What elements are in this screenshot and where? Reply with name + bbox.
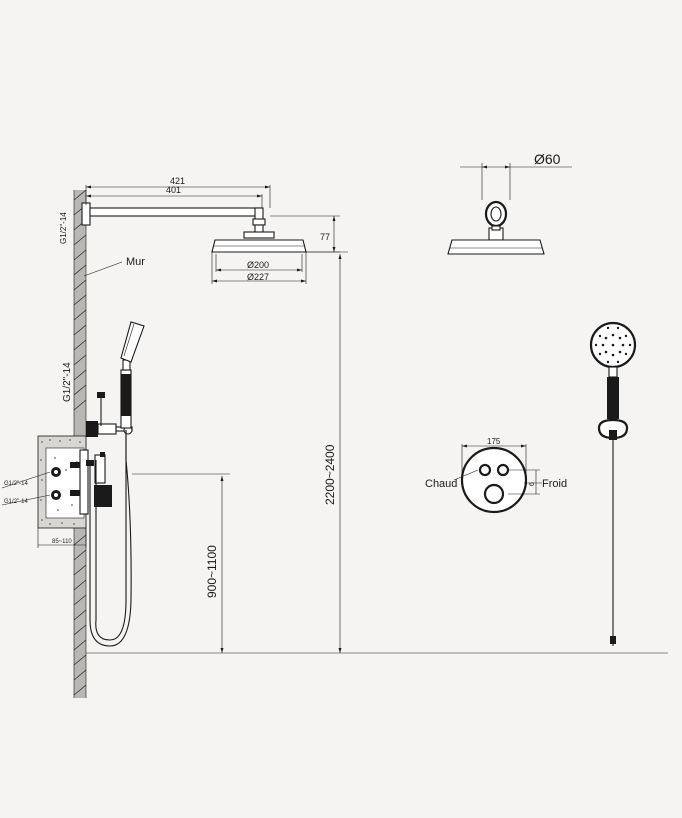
shower-arm	[81, 202, 266, 234]
hot-label: Chaud	[425, 478, 457, 490]
head-diameter-dimensions	[211, 252, 307, 284]
thread-label-mid: G1/2"-14	[62, 362, 73, 402]
cold-label: Froid	[542, 478, 567, 490]
dim-77: 77	[320, 232, 330, 242]
inlet-leader-1	[1, 471, 51, 489]
inlet-thread-2: G1/2"-14	[4, 499, 28, 505]
wall-leader	[83, 261, 123, 277]
rain-shower-head-side	[211, 231, 307, 253]
arm-length-dimensions	[85, 185, 271, 208]
dim-button-spacing: 6	[529, 482, 536, 486]
valve-front-plate	[453, 444, 542, 514]
valve-box-side	[37, 435, 89, 529]
total-height-dimension	[306, 251, 348, 653]
thread-label-top: G1/2"-14	[59, 212, 68, 244]
dim-flange-dia: Ø60	[534, 151, 561, 167]
shower-head-front-view	[447, 163, 572, 255]
depth-dimension	[37, 528, 87, 548]
dim-depth: 85~110	[52, 539, 72, 545]
dim-height-total: 2200~2400	[323, 444, 337, 505]
dim-401: 401	[166, 185, 181, 195]
wall-label: Mur	[126, 256, 145, 268]
hand-shower-side	[97, 321, 145, 429]
valve-body-side	[86, 421, 133, 507]
hand-shower-front	[589, 321, 637, 646]
valve-height-dimension	[132, 473, 230, 653]
shower-hose-side	[95, 430, 127, 641]
dim-height-valve: 900~1100	[205, 545, 219, 598]
dim-dia-200: Ø200	[247, 260, 269, 270]
inlet-thread-1: G1/2"-14	[4, 481, 28, 487]
dim-plate-width: 175	[487, 437, 501, 446]
inlet-leader-2	[1, 494, 51, 506]
dim-421: 421	[170, 176, 185, 186]
dim-dia-227: Ø227	[247, 272, 269, 282]
